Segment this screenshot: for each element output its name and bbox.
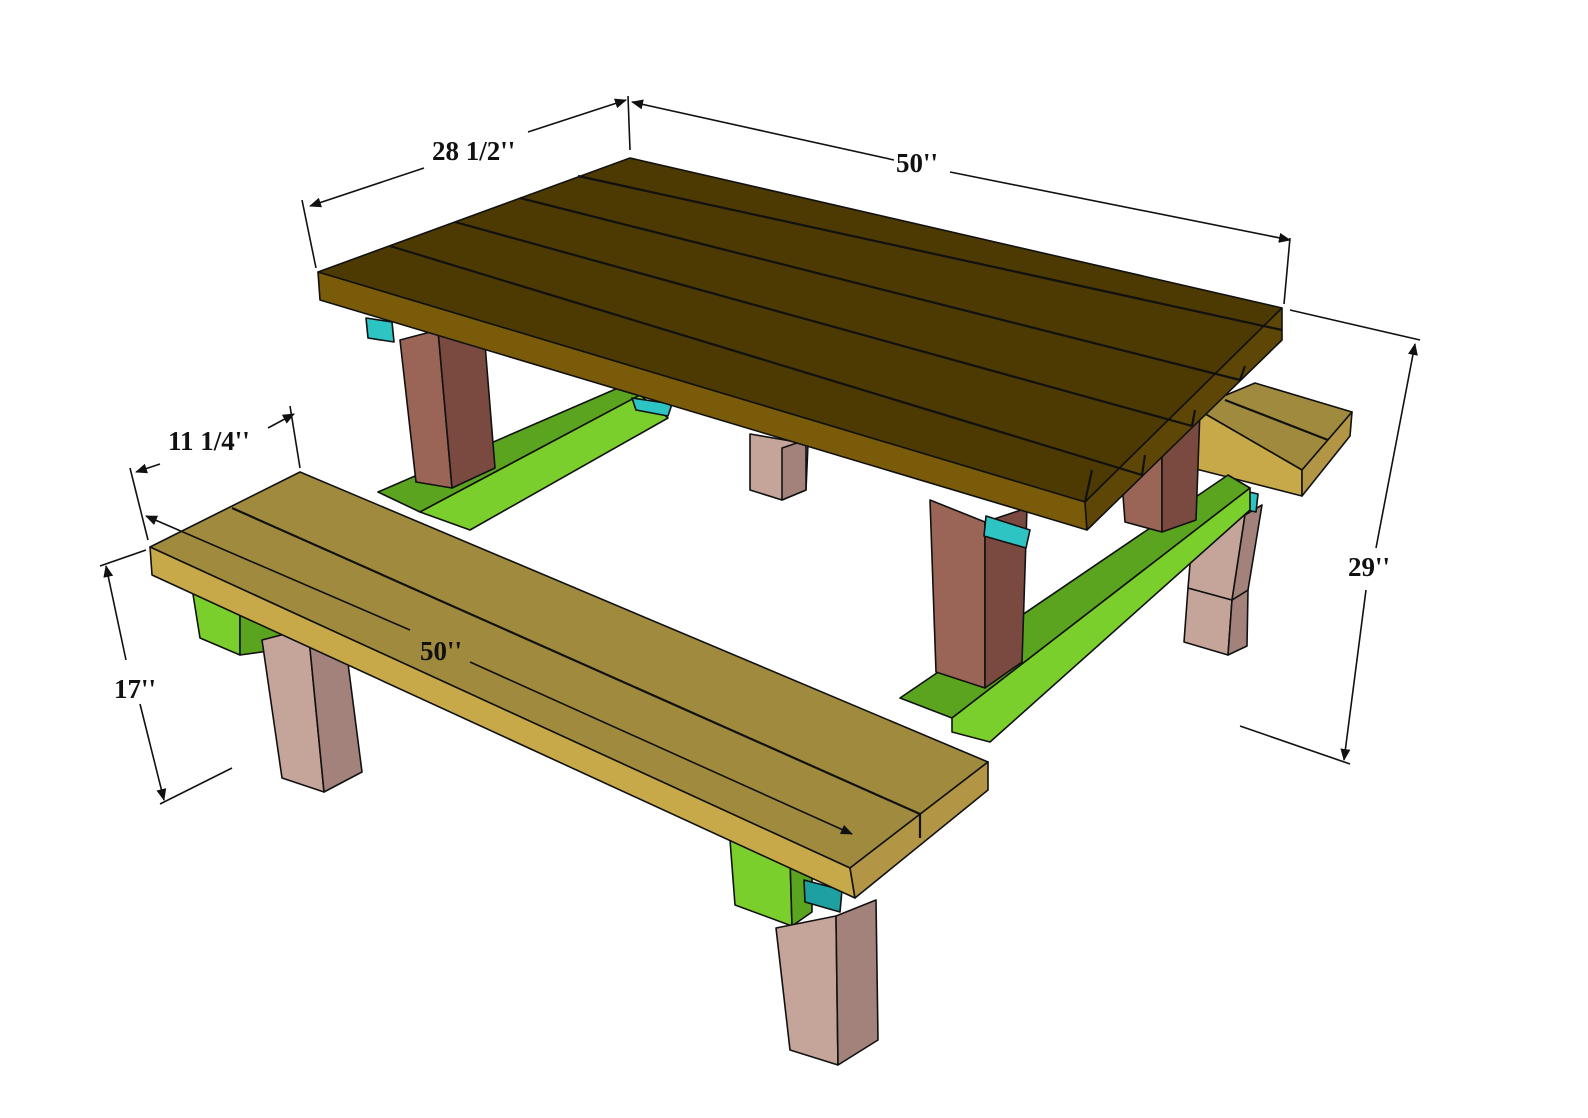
dimension-bench-width: 11 1/4'' — [129, 405, 301, 541]
dimension-bench-length: 50'' — [145, 515, 853, 835]
tabletop — [317, 157, 1283, 531]
label-table-width: 28 1/2'' — [432, 136, 515, 166]
table-leg-back-center — [749, 433, 809, 501]
dimension-bench-height: 17'' — [99, 549, 233, 805]
label-table-length: 50'' — [896, 148, 938, 178]
table-leg-back-left — [399, 329, 496, 489]
label-bench-length: 50'' — [420, 636, 462, 666]
front-bench-leg-left — [261, 627, 363, 793]
label-bench-height: 17'' — [114, 674, 156, 704]
dimension-table-width: 28 1/2'' — [301, 95, 631, 269]
front-bench — [149, 471, 989, 1066]
tabletop-bracket-right — [983, 515, 1031, 549]
table-leg-front-right — [929, 499, 1028, 689]
label-table-height: 29'' — [1348, 552, 1390, 582]
label-bench-width: 11 1/4'' — [168, 426, 250, 456]
dimension-table-length: 50'' — [631, 99, 1291, 305]
front-bench-leg-right — [775, 899, 879, 1066]
dimension-table-height: 29'' — [1239, 309, 1421, 765]
tabletop-bracket-left — [365, 317, 395, 343]
